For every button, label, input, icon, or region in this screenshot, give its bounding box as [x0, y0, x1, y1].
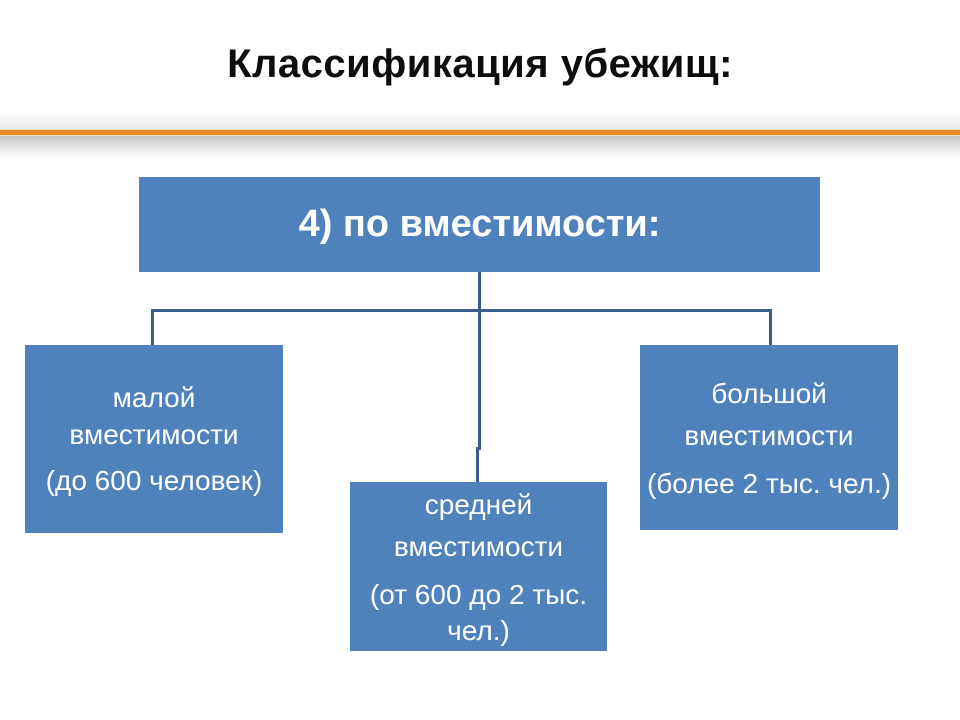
divider-top-fade: [0, 112, 960, 129]
small-capacity-range: (до 600 человек): [45, 465, 263, 497]
medium-capacity-label: средней вместимости: [393, 488, 564, 562]
connector-left-drop: [151, 309, 154, 346]
connector-root-vertical: [478, 272, 481, 450]
medium-capacity-range: (от 600 до 2 тыс. чел.): [369, 578, 588, 646]
large-capacity-label: большой вместимости: [684, 377, 854, 451]
diagram-node-large-capacity: большой вместимости (более 2 тыс. чел.): [640, 345, 898, 530]
root-node-label: 4) по вместимости:: [298, 202, 661, 245]
diagram-node-medium-capacity: средней вместимости (от 600 до 2 тыс. че…: [350, 482, 607, 651]
large-capacity-range: (более 2 тыс. чел.): [646, 467, 892, 499]
diagram-node-small-capacity: малой вместимости (до 600 человек): [25, 345, 283, 533]
connector-root-vertical-lower: [476, 447, 479, 482]
connector-right-drop: [769, 309, 772, 346]
divider-bottom-shadow: [0, 136, 960, 158]
small-capacity-label: малой вместимости: [69, 381, 239, 451]
divider-accent-rule: [0, 129, 960, 136]
connector-horizontal: [151, 309, 772, 312]
slide-title: Классификация убежищ:: [227, 42, 733, 86]
diagram-node-root: 4) по вместимости:: [139, 177, 820, 272]
